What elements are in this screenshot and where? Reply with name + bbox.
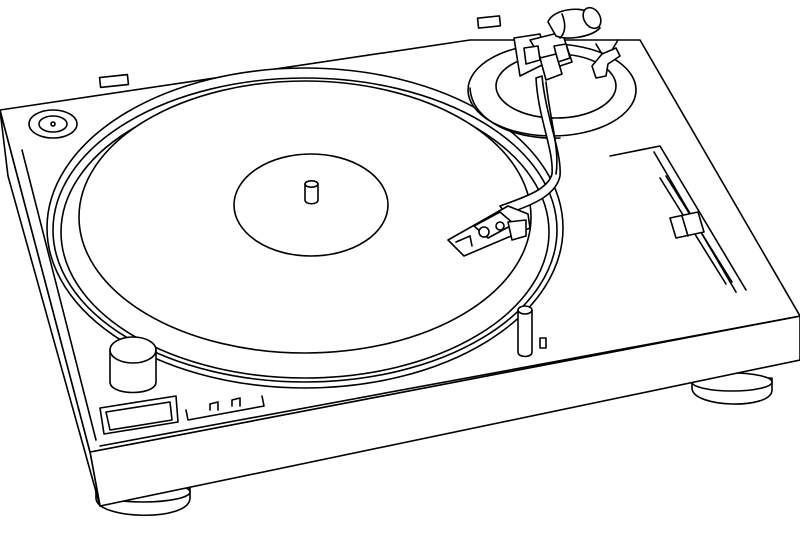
headshell[interactable] bbox=[447, 205, 531, 257]
top-marker-left bbox=[98, 73, 130, 89]
cue-lever[interactable] bbox=[517, 305, 547, 358]
vinyl-record bbox=[78, 80, 532, 354]
speed-buttons[interactable] bbox=[185, 395, 265, 421]
start-stop-knob[interactable] bbox=[109, 336, 157, 394]
arm-lift[interactable] bbox=[591, 39, 621, 79]
counterweight[interactable] bbox=[547, 4, 604, 39]
speed-selector-dot[interactable] bbox=[28, 109, 78, 139]
pitch-slider[interactable] bbox=[609, 145, 747, 293]
top-marker-right bbox=[476, 15, 502, 29]
start-stop-button[interactable] bbox=[99, 395, 179, 435]
tonearm-gimbal[interactable] bbox=[513, 31, 573, 81]
record-label bbox=[233, 153, 389, 257]
spindle bbox=[304, 180, 319, 205]
